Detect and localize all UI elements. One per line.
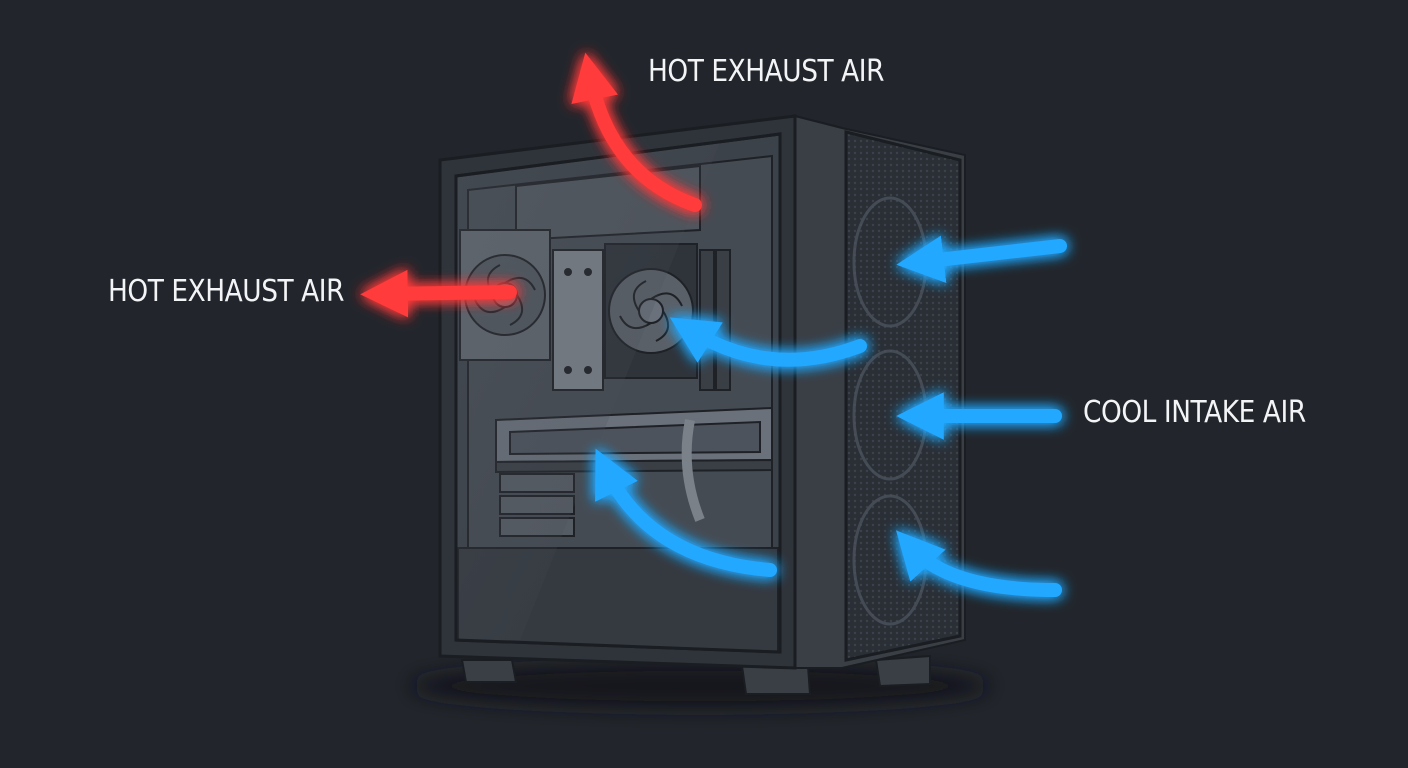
label-cool-intake: COOL INTAKE AIR xyxy=(1083,395,1306,430)
front-mesh-panel xyxy=(844,130,962,662)
intake-airflow-arrows xyxy=(595,235,1067,597)
exhaust-arrow-top xyxy=(571,52,702,212)
exhaust-arrow-rear xyxy=(360,269,517,318)
pc-case xyxy=(438,114,966,670)
intake-arrow-bottom xyxy=(896,530,1062,597)
ram-modules xyxy=(699,249,731,391)
exhaust-airflow-arrows xyxy=(360,52,702,318)
intake-arrow-cpu xyxy=(669,317,867,367)
intake-arrow-top xyxy=(896,235,1067,283)
label-hot-exhaust-top: HOT EXHAUST AIR xyxy=(648,54,885,89)
intake-arrow-gpu xyxy=(595,448,777,577)
floor-shadow xyxy=(410,664,990,708)
label-hot-exhaust-rear: HOT EXHAUST AIR xyxy=(108,274,345,309)
case-feet xyxy=(460,654,931,695)
